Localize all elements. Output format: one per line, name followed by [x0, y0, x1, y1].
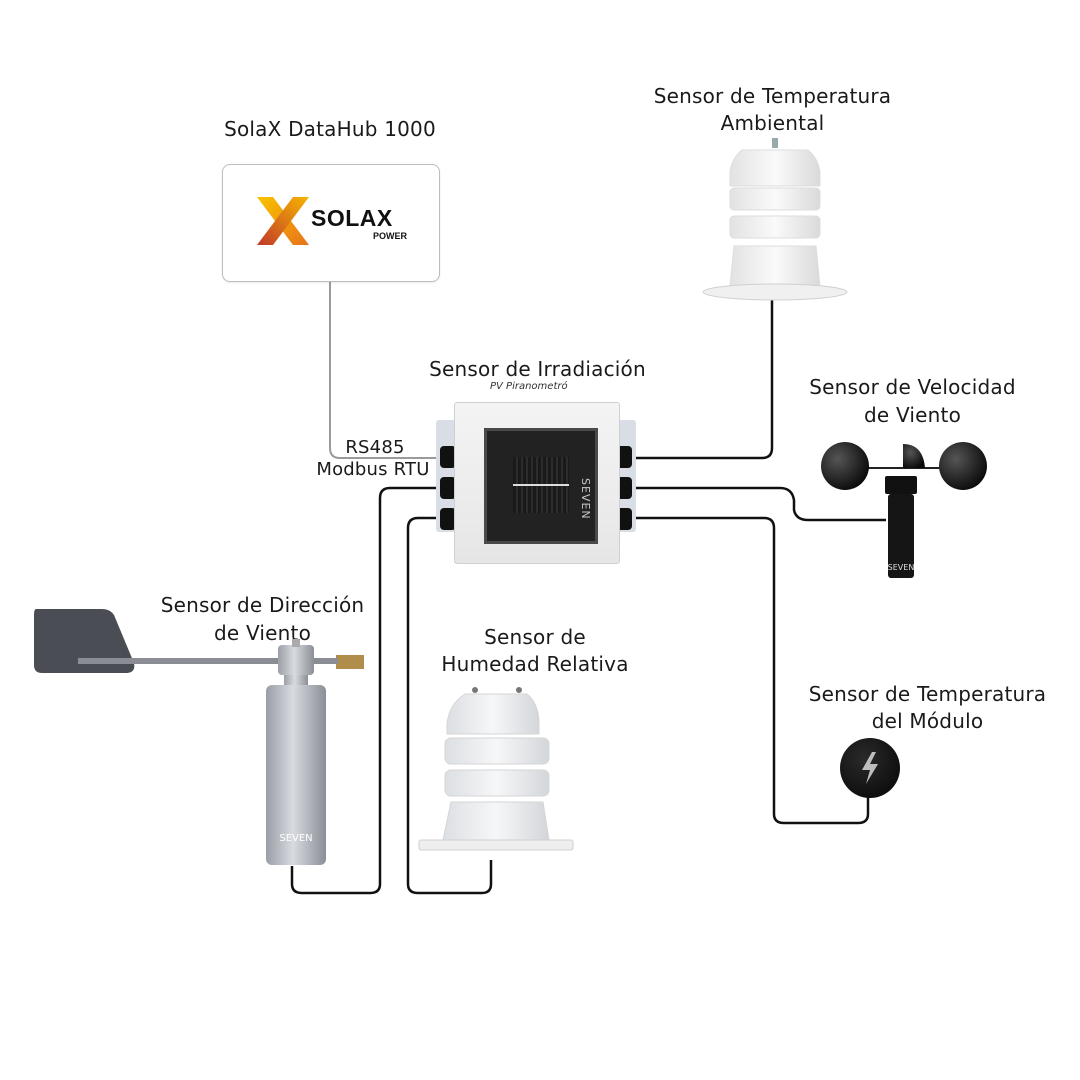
reflection-line — [513, 484, 569, 486]
lightning-bolt-icon — [862, 752, 878, 784]
wind-vane[interactable]: SEVEN — [30, 605, 370, 870]
module-temp-cable — [628, 516, 870, 825]
rs485-cable — [329, 282, 440, 459]
connection-protocol-line1: RS485 — [345, 437, 405, 458]
anemometer[interactable]: SEVEN — [815, 440, 990, 585]
connector-port — [440, 446, 456, 468]
hub-title: SolaX DataHub 1000 — [224, 117, 436, 141]
wind-direction-sensor-title-line1: Sensor de Dirección — [160, 593, 365, 617]
irradiance-sensor-device[interactable]: SEVEN — [436, 400, 636, 566]
ambient-temp-radiation-shield[interactable] — [700, 136, 850, 304]
humidity-radiation-shield[interactable] — [415, 684, 575, 856]
humidity-cable — [406, 516, 493, 895]
connector-port — [616, 477, 632, 499]
connector-port — [616, 446, 632, 468]
seven-brand: SEVEN — [279, 833, 312, 844]
wind-speed-cable — [628, 486, 886, 522]
module-temp-sensor-title-line2: del Módulo — [871, 709, 984, 733]
wind-speed-sensor-title-line1: Sensor de Velocidad — [809, 375, 1016, 399]
irradiance-sensor-title: Sensor de Irradiación — [429, 357, 646, 381]
wind-speed-sensor-title-line2: de Viento — [863, 403, 961, 427]
solax-datahub-device[interactable]: SOLAX POWER — [222, 164, 440, 282]
ambient-temp-cable — [628, 300, 774, 460]
connector-port — [616, 508, 632, 530]
ambient-temp-sensor-title-line1: Sensor de Temperatura — [653, 84, 892, 108]
solax-logo-subtext: POWER — [373, 231, 408, 241]
humidity-sensor-title-line1: Sensor de — [484, 625, 586, 649]
seven-brand: SEVEN — [888, 563, 915, 572]
solax-x-logo-icon — [257, 197, 309, 245]
ambient-temp-sensor-title-line2: Ambiental — [720, 111, 825, 135]
connector-port — [440, 508, 456, 530]
seven-brand-vertical: SEVEN — [579, 478, 592, 520]
irradiance-sensor-subtitle: PV Piranometró — [490, 381, 568, 392]
module-temp-sensor-device[interactable] — [840, 738, 900, 798]
humidity-sensor-title-line2: Humedad Relativa — [441, 652, 629, 676]
solar-cell-window — [484, 428, 598, 544]
solax-logo-text: SOLAX — [311, 205, 393, 231]
connection-protocol-line2: Modbus RTU — [316, 459, 430, 480]
connector-port — [440, 477, 456, 499]
wind-direction-cable — [290, 486, 440, 895]
module-temp-sensor-title-line1: Sensor de Temperatura — [808, 682, 1047, 706]
